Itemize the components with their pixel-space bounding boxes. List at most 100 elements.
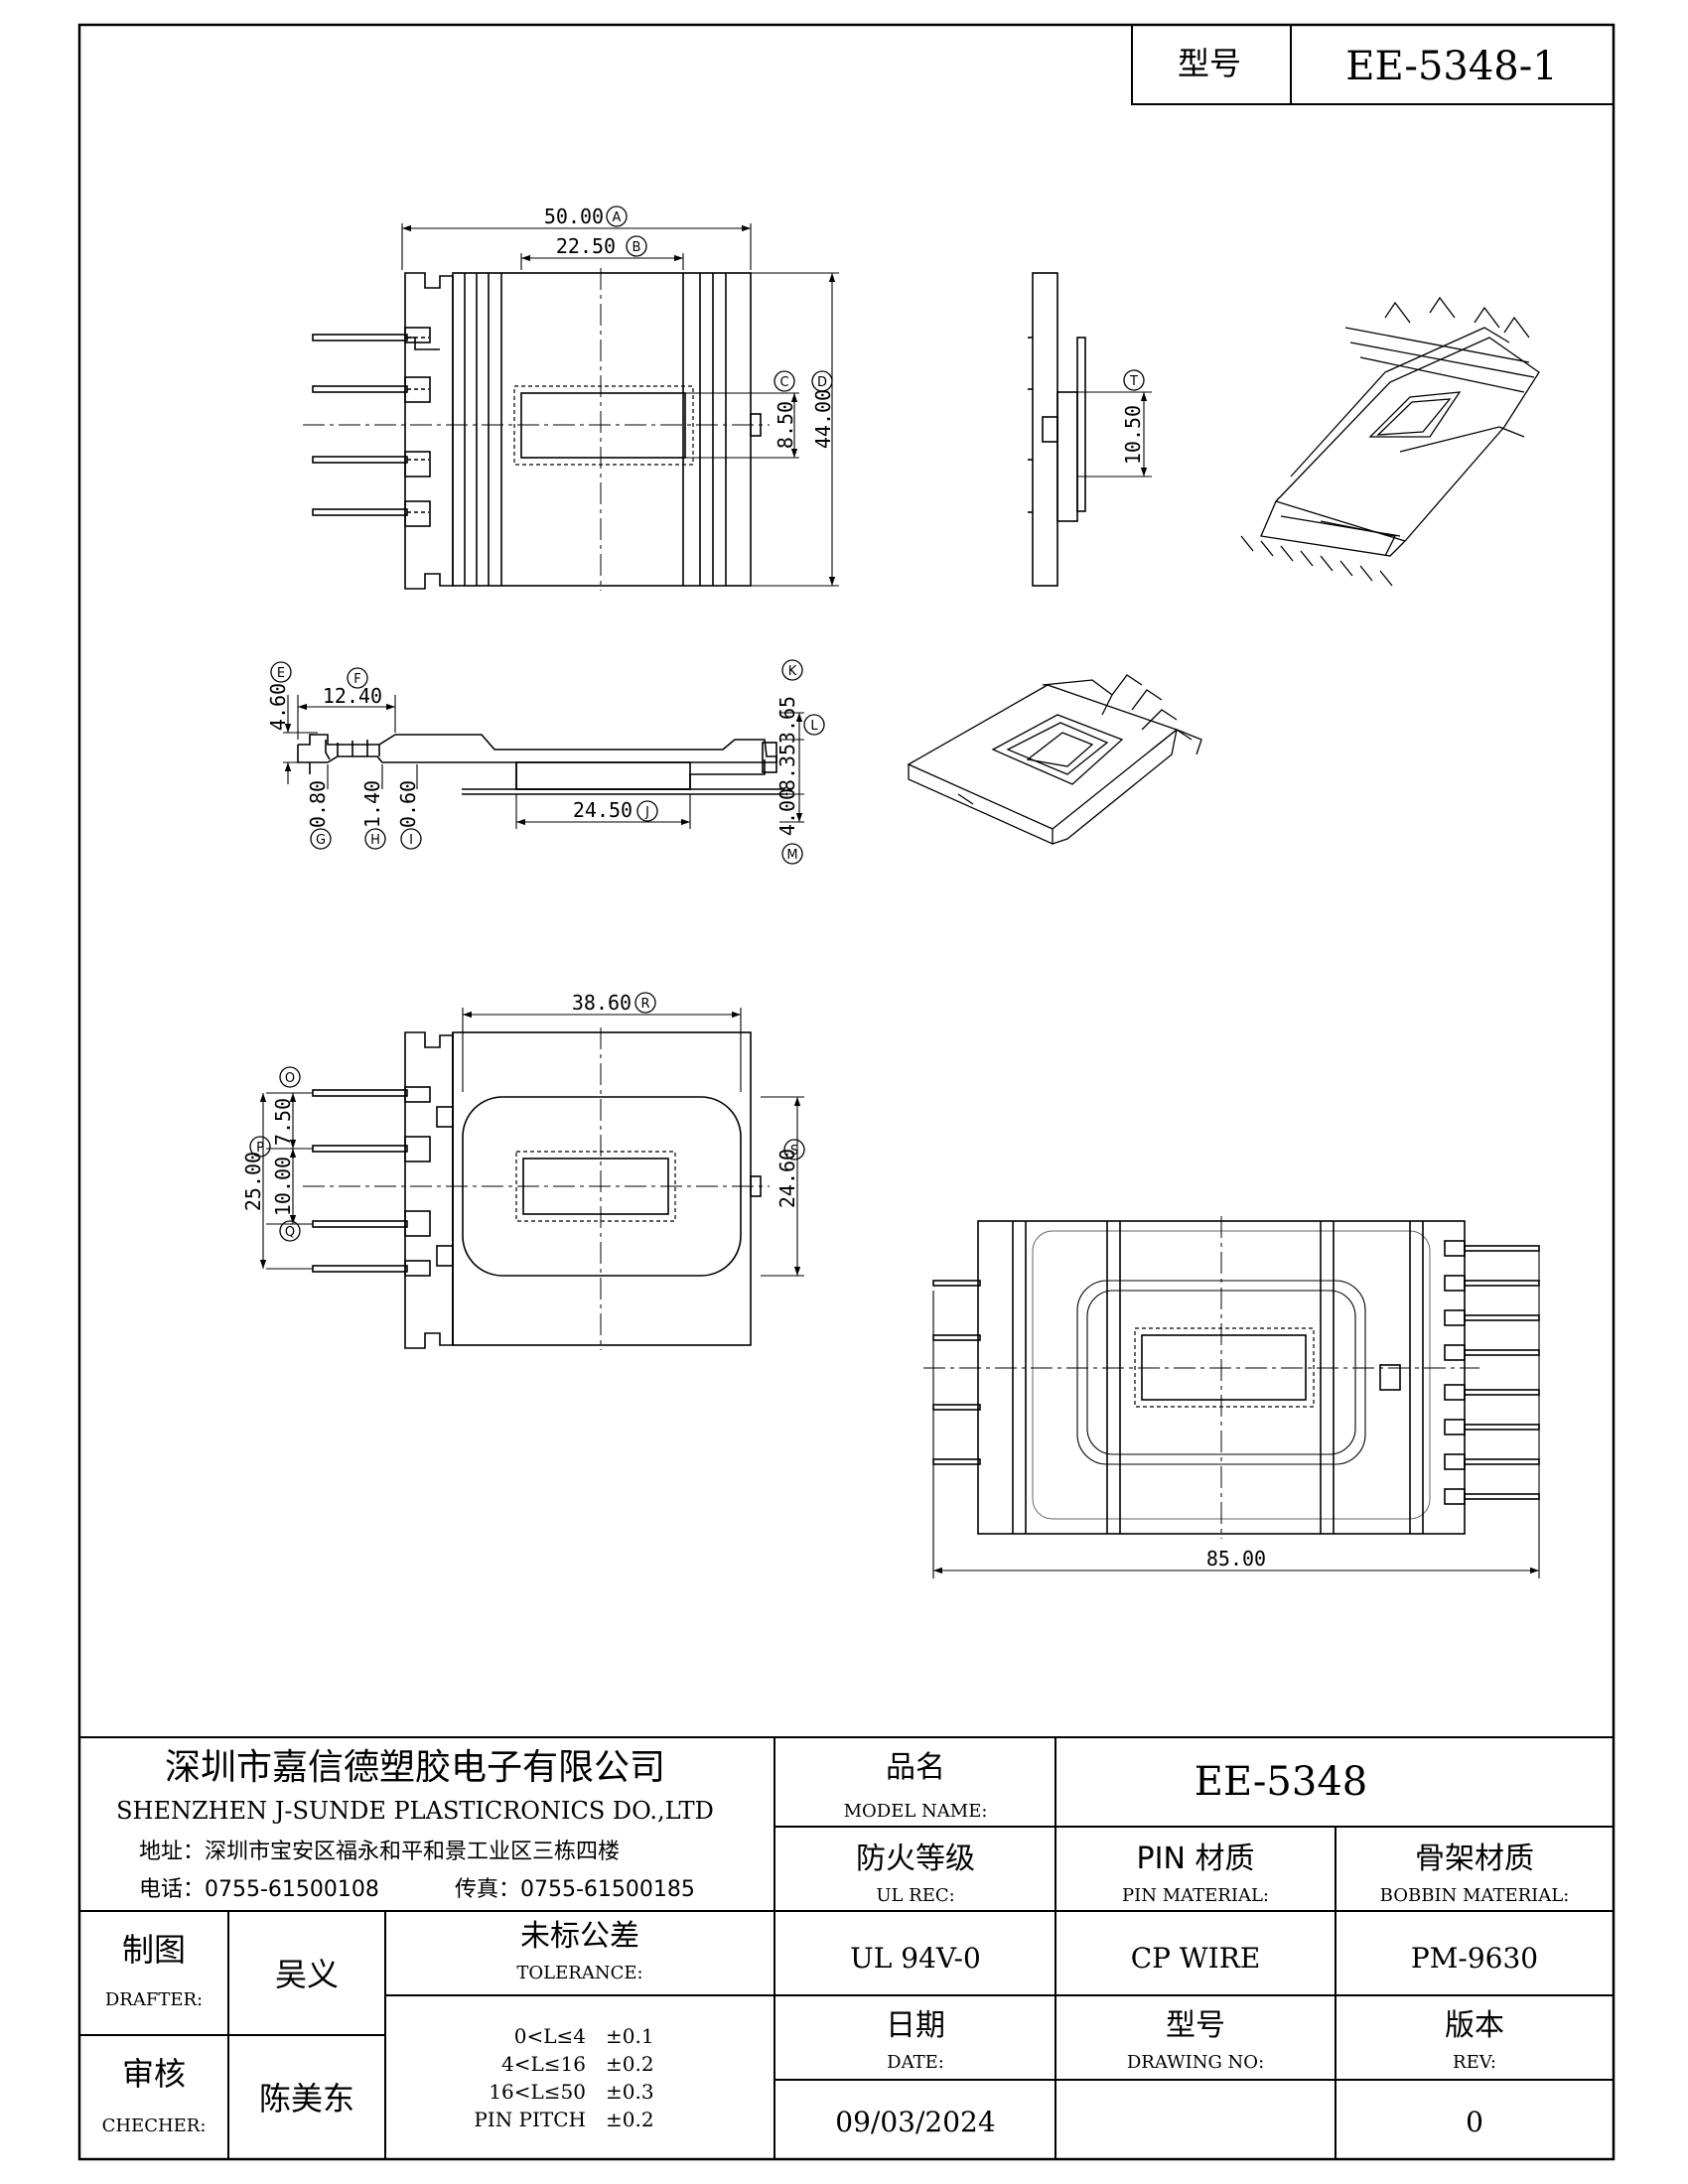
- tolerance-value: ±0.1: [606, 2024, 654, 2048]
- callout-E: E: [270, 661, 292, 683]
- callout-letter: O: [285, 1071, 295, 1086]
- header-model-label: 型号: [1178, 45, 1241, 82]
- dim-total: 85.00: [1206, 1547, 1266, 1570]
- dim-A: 50.00: [544, 205, 604, 228]
- dim-E: 4.60: [266, 683, 290, 731]
- drawing-no-label-cn: 型号: [1166, 2008, 1225, 2043]
- side-view-dimensions: [1077, 391, 1152, 478]
- bottom-view: [303, 1027, 770, 1350]
- title-block: [79, 1736, 1614, 2159]
- callout-O: O: [279, 1066, 301, 1088]
- callout-letter: K: [788, 664, 797, 679]
- tolerance-range: PIN PITCH: [474, 2108, 586, 2131]
- callout-Q: Q: [279, 1220, 301, 1242]
- callout-J: J: [636, 800, 658, 822]
- callout-letter: I: [409, 833, 413, 848]
- dim-C: 8.50: [774, 401, 797, 449]
- callout-letter: L: [810, 719, 818, 734]
- fire-rating-label-cn: 防火等级: [856, 1842, 975, 1876]
- callout-letter: G: [316, 833, 326, 848]
- revision-label-cn: 版本: [1445, 2008, 1504, 2043]
- callout-D: D: [811, 370, 833, 392]
- callout-letter: C: [779, 375, 788, 390]
- tolerance-value: ±0.2: [606, 2108, 654, 2131]
- dim-F: 12.40: [323, 684, 382, 708]
- callout-M: M: [781, 843, 803, 865]
- callout-letter: Q: [285, 1225, 295, 1240]
- callout-C: C: [774, 370, 795, 392]
- callout-letter: A: [613, 210, 622, 225]
- dim-I: 0.60: [396, 780, 420, 828]
- bobbin-material-value: PM-9630: [1411, 1942, 1538, 1975]
- isometric-view-bottom: [907, 674, 1202, 846]
- sheet-border: [77, 23, 1616, 2161]
- callout-letter: P: [256, 1141, 264, 1156]
- callout-I: I: [400, 828, 422, 850]
- date-label-en: DATE:: [887, 2052, 944, 2073]
- callout-F: F: [347, 667, 368, 689]
- tolerance-range: 16<L≤50: [489, 2080, 586, 2104]
- callout-K: K: [781, 659, 803, 681]
- callout-P: P: [249, 1136, 271, 1158]
- dim-J: 24.50: [573, 798, 633, 822]
- tolerance-range: 0<L≤4: [514, 2024, 586, 2048]
- dim-L: 8.35: [775, 744, 799, 791]
- callout-letter: M: [786, 848, 797, 863]
- drafter-label-en: DRAFTER:: [105, 1989, 203, 2010]
- callout-letter: F: [353, 672, 360, 687]
- dim-G: 0.80: [306, 780, 330, 828]
- dim-K: 3.65: [775, 696, 799, 744]
- company-address: 地址：深圳市宝安区福永和平和景工业区三栋四楼: [139, 1840, 620, 1864]
- front-view-dimensions: [283, 695, 804, 829]
- product-name-label-cn: 品名: [886, 1750, 945, 1785]
- callout-G: G: [310, 828, 332, 850]
- dim-M: 4.00: [775, 788, 799, 836]
- dim-H: 1.40: [360, 780, 384, 828]
- company-name-cn: 深圳市嘉信德塑胶电子有限公司: [165, 1747, 665, 1788]
- date-value: 09/03/2024: [835, 2106, 995, 2138]
- tolerance-value: ±0.3: [606, 2080, 654, 2104]
- pin-material-label-en: PIN MATERIAL:: [1122, 1885, 1269, 1906]
- top-view: [303, 268, 770, 591]
- dim-T: 10.50: [1121, 405, 1145, 465]
- company-name-en: SHENZHEN J-SUNDE PLASTICRONICS DO.,LTD: [116, 1797, 714, 1825]
- product-name-label-en: MODEL NAME:: [844, 1801, 988, 1822]
- callout-letter: H: [370, 833, 380, 848]
- dim-B: 22.50: [556, 234, 616, 258]
- fire-rating-value: UL 94V-0: [850, 1942, 981, 1975]
- callout-letter: T: [1129, 374, 1138, 389]
- dim-Q: 10.00: [271, 1157, 295, 1216]
- drafter-label-cn: 制图: [122, 1931, 186, 1969]
- dim-P: 25.00: [241, 1152, 265, 1211]
- bobbin-material-label-en: BOBBIN MATERIAL:: [1380, 1885, 1570, 1906]
- revision-label-en: REV:: [1453, 2052, 1496, 2073]
- callout-letter: D: [817, 375, 827, 390]
- side-view: [1028, 272, 1086, 587]
- callout-letter: J: [644, 805, 649, 820]
- assembled-view: [923, 1216, 1540, 1539]
- product-name-value: EE-5348: [1195, 1759, 1367, 1805]
- callout-S: S: [783, 1139, 805, 1160]
- callout-markers: AB C D T E F G H I J K L M R O P Q S: [249, 205, 1145, 1242]
- pin-material-value: CP WIRE: [1131, 1942, 1261, 1975]
- fire-rating-label-en: UL REC:: [876, 1885, 954, 1906]
- assembled-view-dimensions: [932, 1251, 1540, 1578]
- callout-H: H: [364, 828, 386, 850]
- isometric-view-top: [1240, 296, 1540, 587]
- date-label-cn: 日期: [886, 2008, 945, 2043]
- callout-R: R: [634, 992, 656, 1014]
- dim-O: 7.50: [271, 1098, 295, 1146]
- bobbin-material-label-cn: 骨架材质: [1415, 1842, 1534, 1876]
- tolerance-value: ±0.2: [606, 2052, 654, 2076]
- dim-D: 44.00: [811, 389, 835, 449]
- dim-R: 38.60: [572, 991, 632, 1015]
- checker-label-cn: 审核: [122, 2055, 186, 2093]
- checker-value: 陈美东: [259, 2080, 354, 2117]
- header-model-box: 型号 EE-5348-1: [1131, 24, 1615, 105]
- revision-value: 0: [1466, 2106, 1483, 2138]
- drafter-value: 吴义: [275, 1956, 339, 1993]
- callout-A: A: [606, 205, 628, 227]
- callout-letter: B: [633, 240, 641, 255]
- tolerance-label-en: TOLERANCE:: [516, 1963, 642, 1983]
